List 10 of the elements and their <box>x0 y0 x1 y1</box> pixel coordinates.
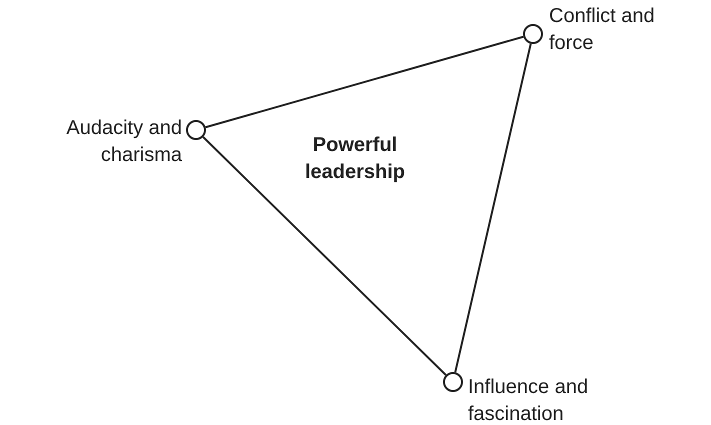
connector-line <box>205 36 524 128</box>
circle-node <box>523 24 543 44</box>
node-caption: Audacity and charisma <box>65 116 182 168</box>
node-caption: Conflict and force <box>549 4 656 56</box>
center-title: Powerful leadership <box>304 133 406 185</box>
node-caption: Influence and fascination <box>468 375 590 425</box>
circle-node <box>186 120 206 140</box>
connector-line <box>202 136 447 376</box>
circle-node <box>443 372 463 392</box>
connector-line <box>454 44 532 372</box>
